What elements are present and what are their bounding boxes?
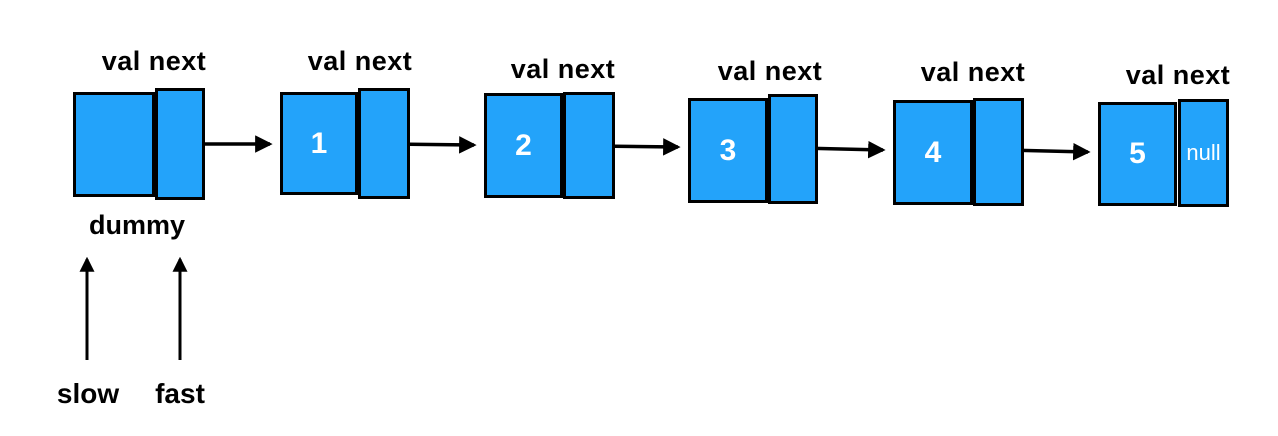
node-dummy-header: val next bbox=[101, 46, 207, 76]
node-3-val-cell: 3 bbox=[688, 98, 768, 203]
node-5-val: 5 bbox=[1129, 137, 1146, 170]
node-2-val: 2 bbox=[515, 128, 532, 162]
slow-pointer-label: slow bbox=[56, 378, 120, 409]
node-5-next: null bbox=[1186, 140, 1221, 165]
node-2-next-cell bbox=[563, 92, 615, 199]
node-dummy-val-cell bbox=[73, 92, 155, 197]
node-1-val: 1 bbox=[310, 126, 328, 160]
node-1-header: val next bbox=[307, 46, 413, 76]
node-5-next-cell: null bbox=[1178, 99, 1229, 207]
node-3-next-cell bbox=[768, 94, 818, 204]
node-5-header: val next bbox=[1125, 60, 1231, 90]
dummy-label: dummy bbox=[88, 210, 186, 240]
node-1-next-cell bbox=[358, 88, 410, 199]
node-2-val-cell: 2 bbox=[484, 93, 563, 198]
node-4-val-cell: 4 bbox=[893, 100, 973, 205]
fast-pointer-label: fast bbox=[155, 378, 205, 409]
node-4-header: val next bbox=[920, 57, 1026, 87]
node-3-val: 3 bbox=[719, 133, 737, 167]
node-4-next-cell bbox=[973, 98, 1024, 206]
node-2-header: val next bbox=[510, 54, 616, 84]
node-1-val-cell: 1 bbox=[280, 92, 358, 195]
node-4-val: 4 bbox=[924, 135, 942, 169]
node-5-val-cell: 5 bbox=[1098, 102, 1177, 206]
node-dummy-next-cell bbox=[155, 88, 205, 200]
node-3-header: val next bbox=[717, 56, 823, 86]
